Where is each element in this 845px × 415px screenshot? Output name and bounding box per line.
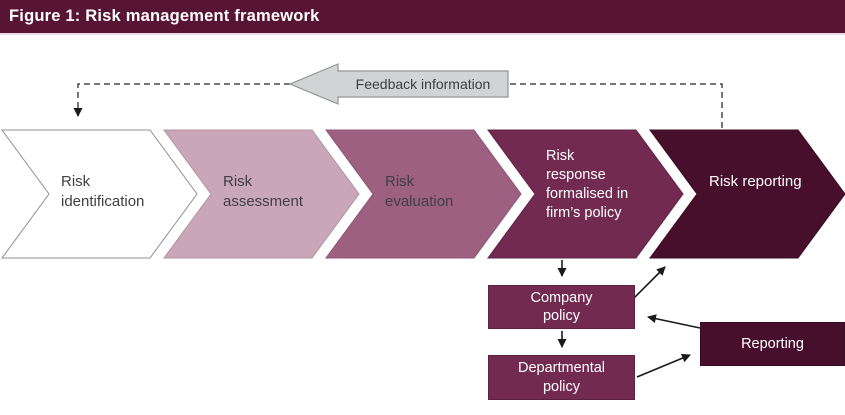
- feedback-connector-left: [73, 83, 290, 117]
- arrow-departmental-to-reporting: [636, 353, 691, 378]
- chevron-label-risk-response: Risk response formalised in firm’s polic…: [546, 148, 629, 221]
- chevron-label-risk-reporting: Risk reporting: [709, 173, 802, 190]
- company-policy-box: Company policy: [488, 285, 635, 329]
- chevron-label-risk-assessment: Risk assessment: [223, 173, 304, 210]
- feedback-label: Feedback information: [355, 76, 491, 92]
- chevron-risk-assessment: [163, 129, 360, 259]
- chevron-risk-identification: [1, 129, 198, 259]
- chevron-label-risk-evaluation: Risk evaluation: [385, 173, 454, 210]
- figure-title: Figure 1: Risk management framework: [9, 7, 320, 25]
- arrow-reporting-to-company: [647, 314, 701, 329]
- departmental-policy-box: Departmental policy: [488, 355, 635, 400]
- feedback-connector-right: [510, 83, 723, 129]
- arrow-company-to-reporting-chevron: [633, 266, 666, 299]
- chevron-risk-evaluation: [325, 129, 522, 259]
- company-policy-label: Company policy: [530, 289, 593, 324]
- reporting-box: Reporting: [700, 322, 845, 366]
- chevron-risk-reporting: [649, 129, 845, 259]
- departmental-policy-label: Departmental policy: [517, 360, 606, 395]
- figure-title-bar: Figure 1: Risk management framework: [0, 0, 845, 35]
- chevron-risk-response: [487, 129, 684, 259]
- chevron-label-risk-identification: Risk identification: [61, 173, 145, 210]
- reporting-label: Reporting: [741, 335, 804, 352]
- feedback-arrow-shape: [288, 63, 509, 105]
